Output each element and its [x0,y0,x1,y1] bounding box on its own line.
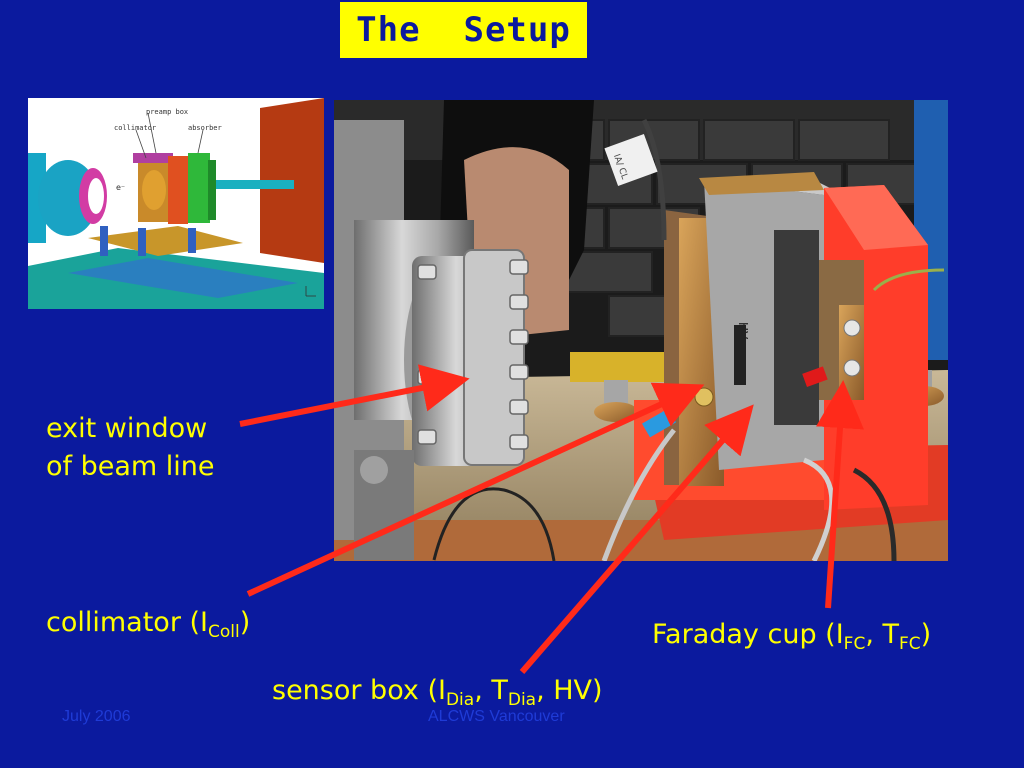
label-faraday-main: Faraday cup (I [652,619,844,650]
cad-label-collimator: collimator [114,124,156,132]
setup-photo-illustration: HV IA/ CL [334,100,948,561]
label-faraday-mid: , T [865,619,899,650]
label-exit-window: exit window of beam line [46,410,215,486]
label-collimator-sub: Coll [208,622,240,642]
label-exit-window-line2: of beam line [46,451,215,482]
photo-label-hv: HV [736,322,750,340]
cad-label-beam: e⁻ [116,183,125,192]
label-collimator-main: collimator (I [46,607,208,638]
label-sensor-box: sensor box (IDia, TDia, HV) [272,672,603,719]
label-collimator: collimator (IColl) [46,604,250,651]
cad-label-preamp: preamp box [146,108,188,116]
slide-title: The Setup [356,10,571,50]
label-collimator-close: ) [239,607,251,638]
cad-illustration: preamp box collimator absorber e⁻ [28,98,324,309]
label-faraday-sub2: FC [899,634,921,654]
label-sensor-main: sensor box (I [272,675,446,706]
label-sensor-sub1: Dia [445,690,475,710]
label-faraday-close: ) [920,619,932,650]
footer-date: July 2006 [62,708,131,725]
label-sensor-mid1: , T [474,675,508,706]
label-sensor-mid2: , HV) [536,675,603,706]
label-sensor-sub2: Dia [507,690,537,710]
cad-drawing: preamp box collimator absorber e⁻ [28,98,324,309]
label-faraday-sub1: FC [843,634,866,654]
cad-label-absorber: absorber [188,124,222,132]
footer-event: ALCWS Vancouver [428,708,565,725]
title-box: The Setup [340,2,587,58]
label-faraday-cup: Faraday cup (IFC, TFC) [652,616,931,663]
label-exit-window-line1: exit window [46,413,208,444]
setup-photo: HV IA/ CL [334,100,948,561]
